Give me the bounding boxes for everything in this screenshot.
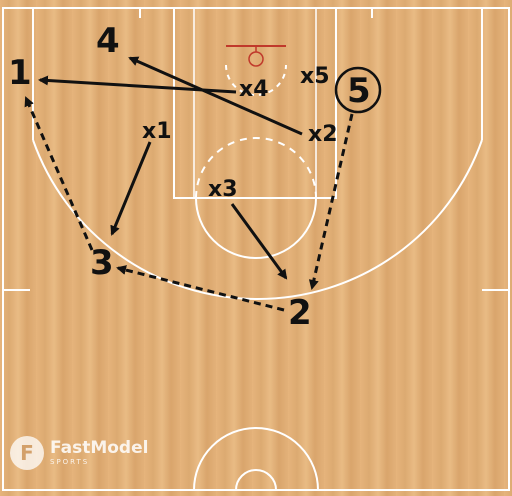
defense-player-x5: x5: [300, 64, 330, 89]
logo-brand: FastModel: [50, 438, 149, 458]
defense-player-x3: x3: [208, 177, 238, 202]
pass-arrow-3-to-1: [24, 96, 94, 251]
cut-arrow-x1-to-3: [110, 141, 152, 236]
offense-player-2: 2: [288, 293, 312, 333]
paint-lane: [173, 7, 337, 199]
offense-player-1: 1: [8, 53, 32, 93]
fastmodel-logo: F FastModel SPORTS: [10, 436, 148, 470]
defense-player-x4: x4: [239, 77, 269, 102]
cut-arrow-x2-to-4: [128, 56, 303, 136]
free-throw-circle-top: [195, 137, 317, 199]
player-5-circle: [334, 66, 382, 114]
offense-player-3: 3: [90, 243, 114, 283]
pass-arrow-2-to-3: [116, 265, 285, 312]
rim: [248, 51, 264, 67]
defense-player-x1: x1: [142, 119, 172, 144]
center-circle-inner: [235, 469, 277, 491]
logo-text: FastModel SPORTS: [50, 440, 148, 466]
cut-arrow-x3-to-2: [230, 203, 288, 280]
pass-arrow-5-to-2: [308, 113, 354, 290]
offense-player-5: 5: [347, 71, 371, 111]
restricted-arc: [225, 64, 287, 96]
cut-arrow-x4-to-1: [38, 75, 237, 94]
center-circle: [193, 427, 319, 491]
free-throw-circle-bottom: [195, 197, 317, 259]
logo-sub: SPORTS: [50, 458, 90, 466]
defense-player-x2: x2: [308, 122, 338, 147]
fastmodel-logo-icon: F: [10, 436, 44, 470]
offense-player-4: 4: [96, 21, 120, 61]
